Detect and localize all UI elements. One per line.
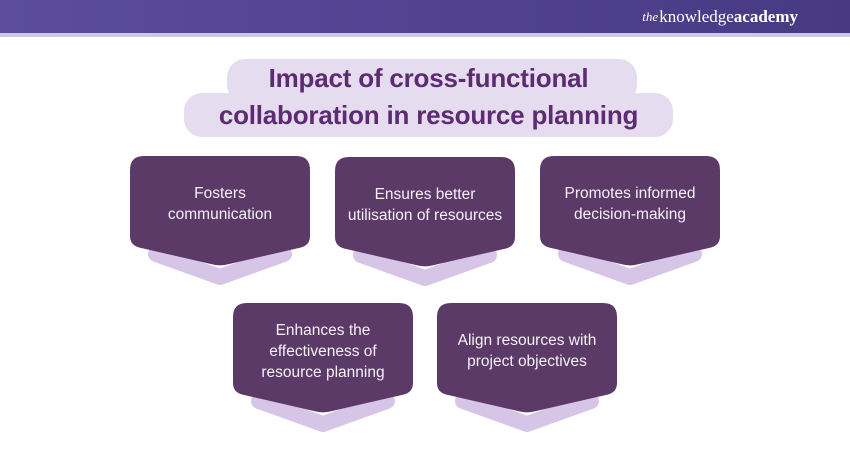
page-title: Impact of cross-functional collaboration… (184, 60, 673, 134)
card-ribbon-shape (437, 303, 617, 432)
card-label: Promotes informed decision-making (564, 185, 696, 223)
header-bar (0, 0, 850, 33)
header-accent-strip (0, 33, 850, 37)
card-ribbon-shape (540, 156, 720, 285)
title-banner-bottom-shape (184, 93, 673, 137)
card-ribbon-shape (233, 303, 413, 432)
card-label: Ensures better utilisation of resources (347, 186, 503, 224)
card-label: Align resources with project objectives (457, 332, 597, 370)
card-ribbon-shape (335, 157, 515, 286)
benefit-card-better-utilisation: Ensures better utilisation of resources (335, 157, 515, 297)
page-title-line-2: collaboration in resource planning (218, 100, 639, 130)
page-title-line-1: Impact of cross-functional (268, 63, 589, 93)
logo-word-knowledge: knowledge (659, 6, 734, 26)
benefit-card-fosters-communication: Fosters communication (130, 156, 310, 296)
benefit-card-planning-effectiveness: Enhances the effectiveness of resource p… (233, 303, 413, 443)
card-label: Fosters communication (167, 185, 273, 223)
benefit-card-align-resources: Align resources with project objectives (437, 303, 617, 443)
logo-word-the: the (642, 8, 659, 24)
logo-word-academy: academy (733, 6, 798, 26)
card-ribbon-shape (130, 156, 310, 285)
benefit-card-informed-decisions: Promotes informed decision-making (540, 156, 720, 296)
card-label: Enhances the effectiveness of resource p… (261, 321, 385, 381)
